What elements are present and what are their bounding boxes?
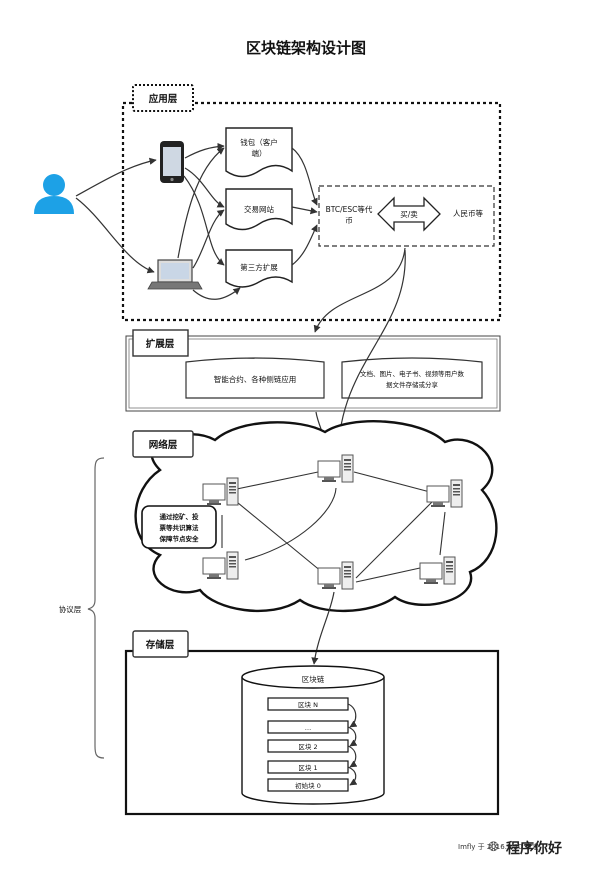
application-layer-tag: [132, 84, 194, 112]
storage-layer-box: [124, 649, 500, 816]
network-layer-label: 网络层: [149, 439, 178, 451]
trade-double-arrow: [377, 196, 441, 232]
user-icon: [34, 174, 74, 214]
files-node: [341, 357, 483, 399]
block-n-label: 区块 N: [298, 700, 318, 709]
exchange-node: [225, 188, 293, 231]
wechat-icon: ❂: [488, 840, 499, 855]
laptop-icon: [147, 259, 203, 290]
consensus-note-line3: 保障节点安全: [159, 534, 200, 543]
application-layer-box: [121, 101, 502, 322]
signature-text: Imfly 于 2016.9.20 审定: [458, 843, 539, 851]
protocol-layer-label: 协议层: [59, 604, 82, 614]
contracts-node: [185, 357, 325, 399]
block-ellipsis: …: [267, 720, 349, 734]
application-layer-label: 应用层: [149, 93, 178, 105]
currency-label-line1: BTC/ESC等代: [326, 204, 373, 214]
block-2: 区块 2: [267, 739, 349, 753]
currency-box: [318, 185, 495, 247]
genesis-block-label: 初始块 0: [295, 781, 321, 790]
network-cloud: [134, 420, 498, 613]
block-ellipsis-label: …: [305, 724, 312, 732]
extension-layer-box: [128, 338, 498, 409]
storage-layer-tag: [132, 630, 189, 658]
files-label-line2: 据文件存储或分享: [386, 380, 439, 389]
block-2-label: 区块 2: [298, 742, 317, 751]
wallet-label-line2: 端）: [252, 148, 267, 158]
block-1: 区块 1: [267, 760, 349, 774]
extension-layer-tag: [132, 329, 189, 357]
phone-icon: [160, 141, 184, 183]
network-layer-tag: [132, 430, 194, 458]
storage-layer-label: 存储层: [145, 639, 175, 651]
contracts-label: 智能合约、各种侧链应用: [214, 374, 297, 384]
consensus-note-line1: 通过挖矿、投: [160, 512, 200, 521]
third-party-node: [225, 249, 293, 288]
diagram-title: 区块链架构设计图: [246, 39, 366, 57]
trade-label: 买/卖: [400, 210, 418, 219]
wallet-label-line1: 钱包（客户: [240, 137, 278, 147]
extension-layer-label: 扩展层: [146, 338, 175, 350]
blockchain-label: 区块链: [302, 674, 325, 684]
protocol-bracket: [87, 457, 105, 759]
block-n: 区块 N: [267, 697, 349, 711]
exchange-label: 交易网站: [244, 204, 274, 214]
third-party-label: 第三方扩展: [240, 262, 278, 272]
rmb-label: 人民币等: [453, 208, 483, 218]
files-label-line1: 文档、图片、电子书、视频等用户数: [360, 369, 465, 378]
currency-label-line2: 币: [345, 216, 353, 225]
consensus-note-box: [141, 505, 217, 549]
consensus-note-line2: 票等共识算法: [160, 523, 200, 532]
wallet-node: [225, 127, 293, 178]
genesis-block: 初始块 0: [267, 778, 349, 792]
watermark-text: 程序你好: [506, 841, 562, 857]
block-1-label: 区块 1: [298, 763, 317, 772]
